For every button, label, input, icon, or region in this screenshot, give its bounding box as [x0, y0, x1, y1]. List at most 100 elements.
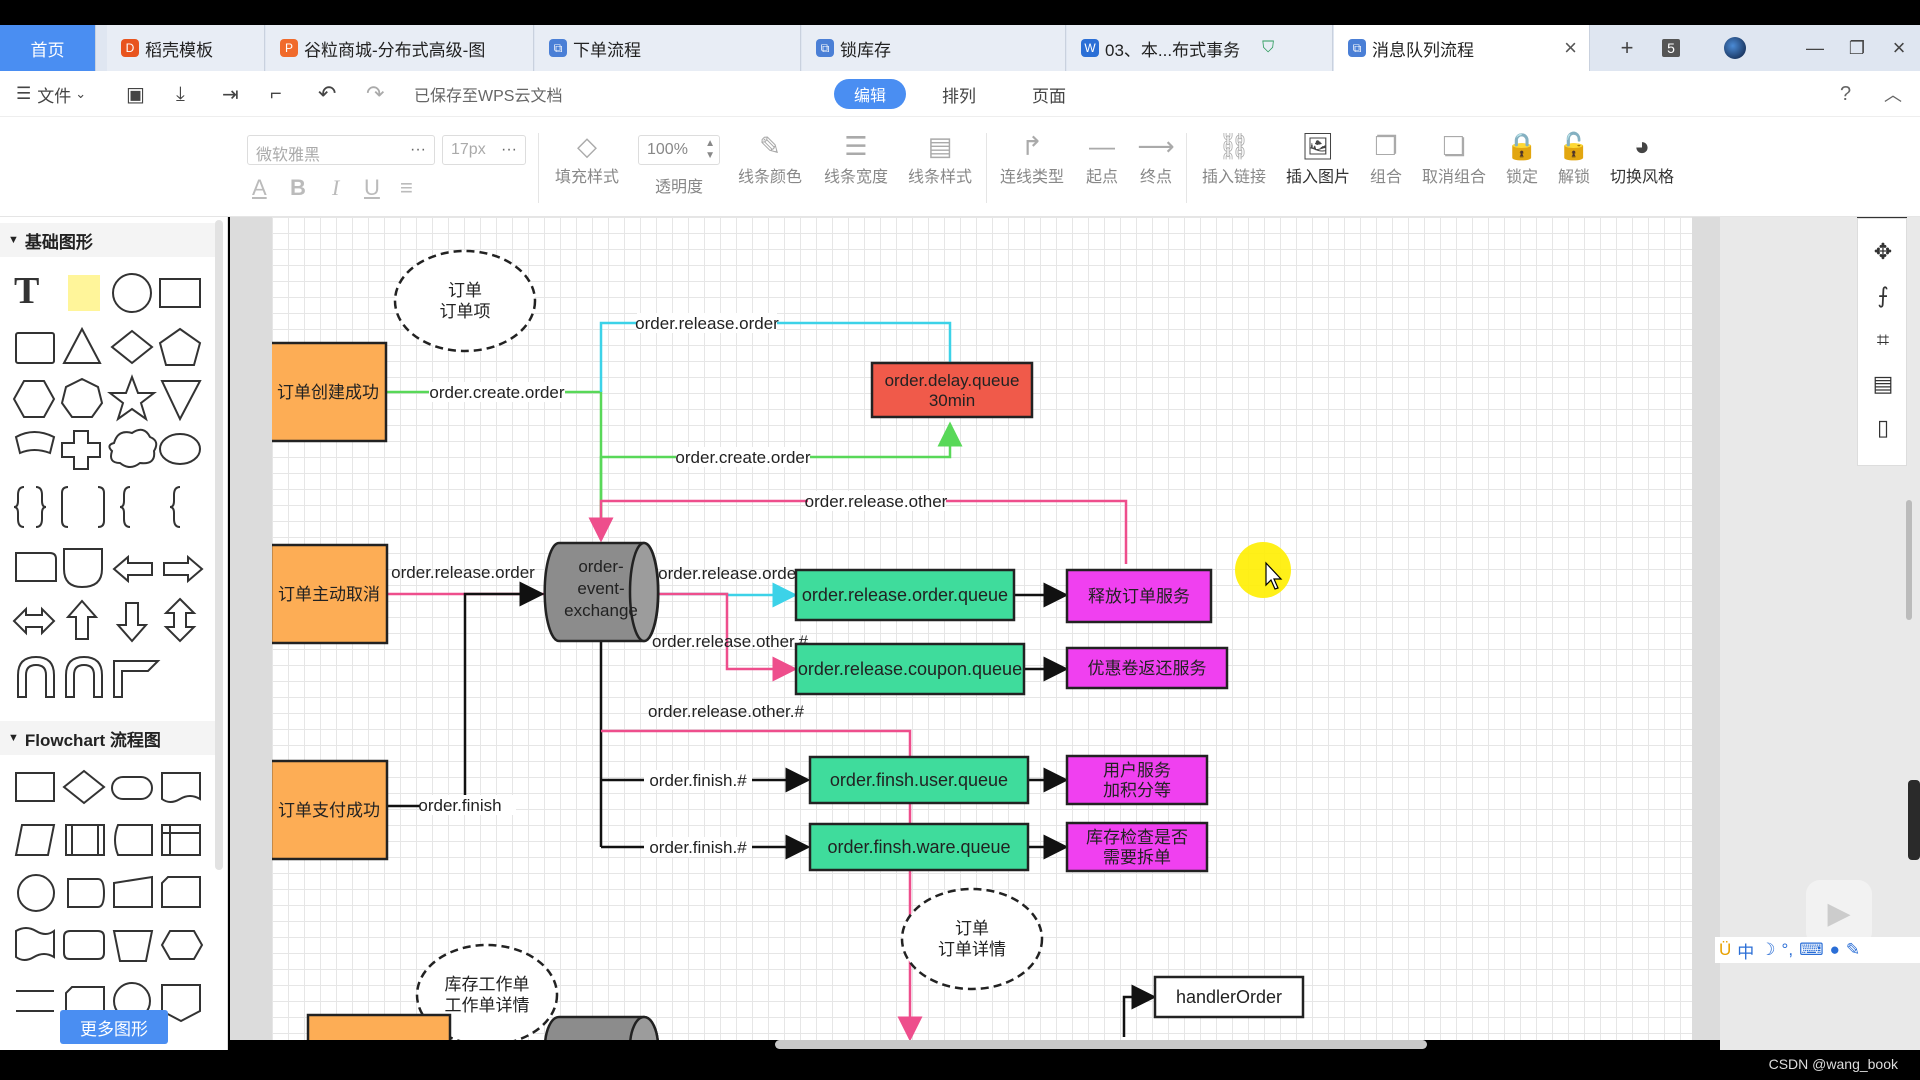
window-close-icon[interactable]: × — [1892, 35, 1906, 60]
label-release-order-top[interactable]: order.release.order — [635, 314, 779, 333]
start-point-button[interactable]: —起点 — [1068, 129, 1136, 187]
format-painter-icon[interactable]: ⌐ — [270, 82, 282, 105]
tab-counter[interactable]: 5 — [1656, 25, 1686, 71]
end-point-button[interactable]: ⟶终点 — [1122, 129, 1190, 187]
help-icon[interactable]: ? — [1840, 82, 1852, 105]
box-partial-bottom[interactable] — [306, 1013, 452, 1040]
note-order-ellipse[interactable] — [393, 249, 537, 353]
insert-link-button[interactable]: ⛓插入链接 — [1200, 129, 1268, 187]
horizontal-scrollbar[interactable] — [775, 1040, 1427, 1049]
label-release-other-top[interactable]: order.release.other — [805, 492, 948, 511]
font-select[interactable]: 微软雅黑··· — [247, 135, 435, 165]
tab-mq-flow[interactable]: ⧉消息队列流程× — [1334, 25, 1590, 71]
finish-ware-queue-box[interactable] — [808, 822, 1030, 872]
connector-type-button[interactable]: ↱连线类型 — [998, 129, 1066, 187]
collapse-icon[interactable]: ︿ — [1884, 85, 1902, 105]
insert-image-button[interactable]: 🖼插入图片 — [1284, 129, 1352, 187]
canvas-area[interactable]: order.release.order order.create.order o… — [230, 217, 1720, 1040]
save-icon[interactable]: ▣ — [126, 83, 145, 106]
opacity-input[interactable]: 100%▲▼ — [638, 135, 720, 165]
tab-arrange[interactable]: 排列 — [942, 86, 976, 106]
label-create-order-1[interactable]: order.create.order — [429, 383, 564, 402]
play-icon[interactable]: ▶ — [1806, 880, 1872, 946]
italic-icon[interactable]: I — [332, 175, 340, 200]
navigate-icon[interactable]: ✥ — [1873, 239, 1893, 264]
line-style-button[interactable]: ▤线条样式 — [906, 129, 974, 187]
new-tab-icon[interactable]: + — [1620, 35, 1634, 60]
download-icon[interactable]: ⤓ — [176, 82, 185, 105]
underline-icon[interactable]: U — [364, 175, 380, 200]
tab-edit[interactable]: 编辑 — [834, 79, 906, 109]
export-icon[interactable]: ⇥ — [222, 83, 239, 106]
diagram-canvas[interactable]: order.release.order order.create.order o… — [272, 217, 1692, 1040]
handler-order-box[interactable] — [1153, 975, 1305, 1019]
undo-icon[interactable]: ↶ — [318, 81, 337, 106]
tab-label: 03、本...布式事务 — [1105, 40, 1241, 60]
more-shapes-button[interactable]: 更多图形 — [60, 1010, 168, 1044]
group-button[interactable]: ❐组合 — [1352, 129, 1420, 187]
release-service-box[interactable] — [1065, 568, 1213, 624]
font-size-select[interactable]: 17px··· — [442, 135, 526, 165]
label-create-order-2[interactable]: order.create.order — [675, 448, 810, 467]
flowchart-shapes-grid[interactable] — [10, 765, 210, 1025]
box-order-cancelled[interactable] — [272, 543, 389, 645]
note-order-detail-ellipse[interactable] — [900, 887, 1044, 991]
user-service-box[interactable] — [1065, 754, 1209, 806]
switch-style-button[interactable]: ◕切换风格 — [1606, 129, 1678, 187]
label: 线条样式 — [907, 169, 972, 186]
section-flowchart[interactable]: ▼Flowchart 流程图 — [0, 721, 215, 755]
release-coupon-queue-box[interactable] — [794, 642, 1026, 696]
finish-user-queue-box[interactable] — [808, 755, 1030, 805]
ungroup-button[interactable]: ❏取消组合 — [1420, 129, 1488, 187]
pages-icon[interactable]: ▤ — [1872, 371, 1894, 396]
label-finish-hash-1[interactable]: order.finish.# — [649, 771, 747, 790]
exchange-cylinder[interactable] — [543, 541, 660, 643]
label-release-other-hash[interactable]: order.release.other.# — [652, 632, 808, 651]
side-handle[interactable] — [1908, 780, 1920, 860]
strikethrough-icon[interactable]: ≡ — [400, 175, 413, 200]
exchange-cylinder-bottom[interactable] — [544, 1015, 659, 1040]
fill-style-button[interactable]: ◇填充样式 — [553, 129, 621, 187]
tab-page[interactable]: 页面 — [1032, 86, 1066, 106]
font-color-icon[interactable]: A — [252, 175, 267, 200]
box-order-paid[interactable] — [272, 759, 389, 861]
label-order-finish[interactable]: order.finish — [418, 796, 501, 815]
line-width-button[interactable]: ☰线条宽度 — [822, 129, 890, 187]
redo-icon[interactable]: ↷ — [366, 81, 385, 106]
tab-lock-stock[interactable]: ⧉锁库存 — [802, 25, 1066, 71]
label-finish-hash-2[interactable]: order.finish.# — [649, 838, 747, 857]
sidebar-scrollbar[interactable] — [215, 220, 223, 870]
document-icon[interactable]: ▯ — [1876, 415, 1890, 440]
message-queue-diagram[interactable]: order.release.order order.create.order o… — [272, 217, 1692, 1040]
coupon-service-box[interactable] — [1065, 646, 1229, 690]
restore-icon[interactable]: ❐ — [1848, 37, 1866, 58]
avatar[interactable] — [1720, 25, 1750, 71]
tab-order-flow[interactable]: ⧉下单流程 — [535, 25, 801, 71]
crop-icon[interactable]: ⌗ — [1876, 327, 1890, 352]
ware-service-box[interactable] — [1065, 821, 1209, 873]
box-order-created[interactable] — [272, 341, 388, 443]
label-release-order-right[interactable]: order.release.order — [658, 564, 802, 583]
tab-home[interactable]: 首页 — [0, 25, 96, 71]
formula-icon[interactable]: ⨍ — [1877, 283, 1889, 308]
bold-icon[interactable]: B — [290, 175, 306, 200]
lock-button[interactable]: 🔒锁定 — [1488, 129, 1556, 187]
label-release-other-hash-2[interactable]: order.release.other.# — [648, 702, 804, 721]
label-release-order-left[interactable]: order.release.order — [391, 563, 535, 582]
line-color-button[interactable]: ✎线条颜色 — [736, 129, 804, 187]
release-order-queue-box[interactable] — [794, 568, 1016, 622]
file-menu[interactable]: ☰文件⌄ — [16, 71, 86, 117]
basic-shapes-grid[interactable]: T — [10, 267, 210, 907]
close-icon[interactable]: × — [1564, 35, 1577, 60]
section-basic-shapes[interactable]: ▼基础图形 — [0, 223, 215, 257]
delay-queue-box[interactable] — [870, 361, 1034, 419]
unlock-button[interactable]: 🔓解锁 — [1540, 129, 1608, 187]
note-work-order-ellipse[interactable] — [415, 943, 559, 1040]
panel-scrollbar[interactable] — [1906, 500, 1912, 620]
minimize-icon[interactable]: — — [1806, 37, 1824, 58]
